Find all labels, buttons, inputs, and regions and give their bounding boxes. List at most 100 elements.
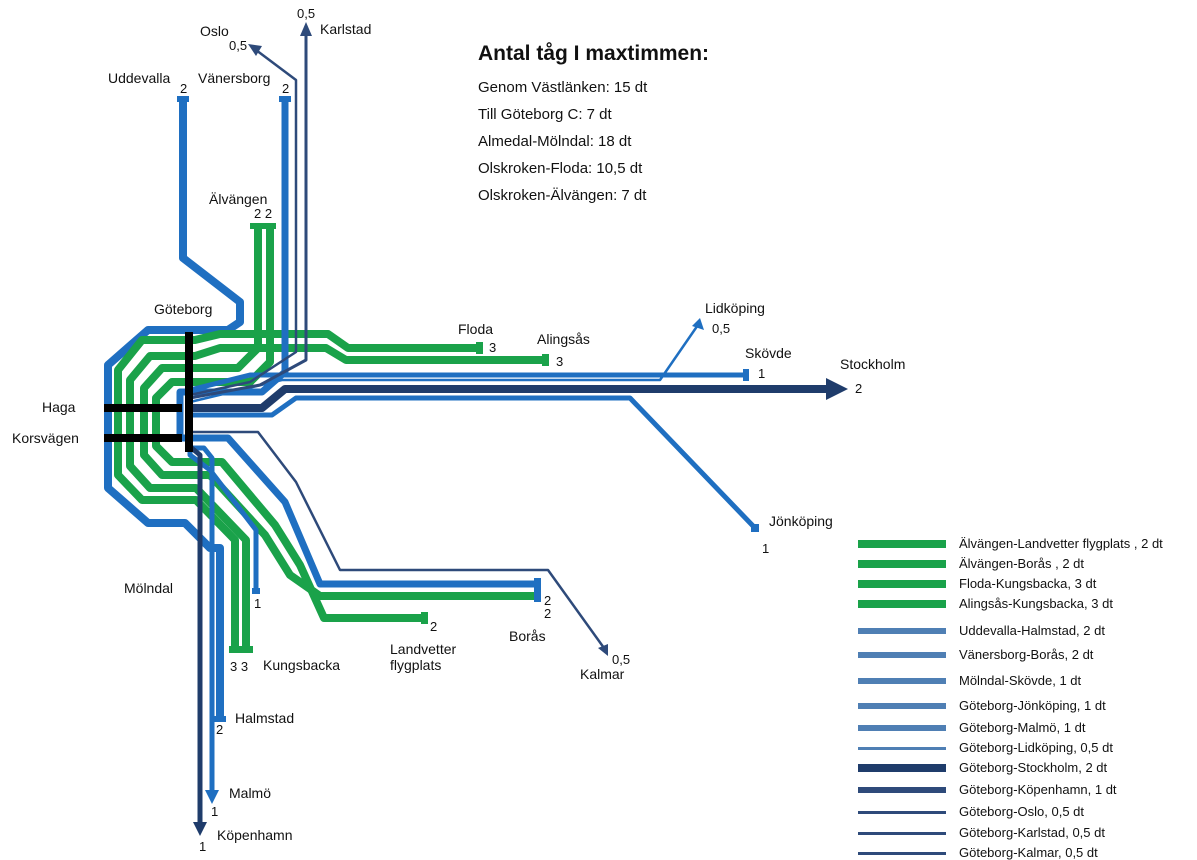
terminus-vanersborg: [279, 96, 291, 102]
legend-item: Göteborg-Lidköping, 0,5 dt: [858, 739, 1193, 757]
terminus-boras-2: [534, 590, 541, 602]
station-label-lidkoping: Lidköping: [705, 300, 765, 316]
legend-label: Vänersborg-Borås, 2 dt: [959, 647, 1094, 662]
legend-label: Göteborg-Oslo, 0,5 dt: [959, 804, 1085, 819]
legend-item: Vänersborg-Borås, 2 dt: [858, 646, 1193, 664]
info-line-olskroken-alvangen: Olskroken-Älvängen: 7 dt: [478, 187, 647, 204]
count-karlstad: 0,5: [297, 6, 316, 21]
legend-item: Mölndal-Skövde, 1 dt: [858, 672, 1193, 690]
terminus-halmstad: [214, 716, 226, 722]
terminus-alvangen: [250, 223, 276, 229]
legend-swatch: [858, 678, 946, 684]
arrow-malmo: [205, 790, 219, 804]
legend-label: Floda-Kungsbacka, 3 dt: [959, 576, 1097, 591]
station-label-malmo: Malmö: [229, 785, 272, 801]
korsvagen-station-bar: [104, 434, 182, 442]
count-vanersborg: 2: [282, 81, 290, 96]
terminus-jonkoping: [751, 524, 759, 532]
info-line-almedal-molndal: Almedal-Mölndal: 18 dt: [478, 133, 632, 150]
route-goteborg-malmo: [190, 445, 215, 790]
legend-label: Göteborg-Karlstad, 0,5 dt: [959, 825, 1105, 840]
legend-swatch: [858, 831, 946, 835]
count-lidkoping: 0,5: [712, 321, 731, 336]
count-oslo: 0,5: [229, 38, 248, 53]
count-halmstad: 2: [216, 722, 224, 737]
legend-item: Göteborg-Köpenhamn, 1 dt: [858, 781, 1193, 799]
info-line-goteborg-c: Till Göteborg C: 7 dt: [478, 106, 612, 123]
legend-label: Göteborg-Lidköping, 0,5 dt: [959, 740, 1113, 755]
info-title: Antal tåg I maxtimmen:: [478, 42, 710, 65]
station-label-karlstad: Karlstad: [320, 21, 372, 37]
legend-item: Uddevalla-Halmstad, 2 dt: [858, 622, 1193, 640]
legend-swatch: [858, 725, 946, 731]
arrow-stockholm: [826, 378, 848, 400]
route-alingsas-kungsbacka: [126, 344, 546, 648]
route-molndal-skovde: [187, 372, 745, 590]
legend-swatch: [858, 600, 946, 608]
count-boras-2: 2: [544, 606, 552, 621]
arrow-oslo: [248, 44, 262, 56]
count-molndal-skovde: 1: [254, 596, 262, 611]
legend-label: Göteborg-Malmö, 1 dt: [959, 720, 1086, 735]
legend-item: Älvängen-Landvetter flygplats , 2 dt: [858, 535, 1193, 553]
legend-item: Älvängen-Borås , 2 dt: [858, 555, 1193, 573]
count-uddevalla: 2: [180, 81, 188, 96]
legend-swatch: [858, 540, 946, 548]
arrow-lidkoping: [692, 318, 704, 330]
legend-item: Göteborg-Kalmar, 0,5 dt: [858, 844, 1193, 860]
legend-swatch: [858, 628, 946, 634]
route-alvangen-boras: [140, 226, 538, 600]
station-label-stockholm: Stockholm: [840, 356, 906, 372]
station-label-alingsas: Alingsås: [537, 331, 590, 347]
count-alvangen: 2 2: [254, 206, 273, 221]
station-label-molndal: Mölndal: [124, 580, 174, 596]
info-box: Antal tåg I maxtimmen: Genom Västlänken:…: [478, 42, 709, 209]
legend-label: Göteborg-Köpenhamn, 1 dt: [959, 782, 1117, 797]
station-label-alvangen: Älvängen: [209, 191, 268, 207]
station-label-goteborg: Göteborg: [154, 301, 213, 317]
legend-item: Göteborg-Stockholm, 2 dt: [858, 759, 1193, 777]
terminus-landvetter: [421, 612, 428, 624]
station-label-skovde: Skövde: [745, 345, 792, 361]
legend-swatch: [858, 746, 946, 750]
station-label-kalmar: Kalmar: [580, 666, 625, 682]
route-alvangen-landvetter: [152, 226, 425, 622]
legend-label: Göteborg-Kalmar, 0,5 dt: [959, 845, 1098, 860]
terminus-alingsas: [542, 354, 549, 366]
legend-label: Göteborg-Jönköping, 1 dt: [959, 698, 1106, 713]
station-label-kungsbacka: Kungsbacka: [263, 657, 341, 673]
info-line-vastlanken: Genom Västlänken: 15 dt: [478, 79, 648, 96]
station-label-jonkoping: Jönköping: [769, 513, 833, 529]
info-line-olskroken-floda: Olskroken-Floda: 10,5 dt: [478, 160, 643, 177]
legend-swatch: [858, 652, 946, 658]
terminus-boras-1: [534, 578, 541, 590]
station-label-uddevalla: Uddevalla: [108, 70, 171, 86]
station-label-haga: Haga: [42, 399, 76, 415]
count-kungsbacka: 3 3: [230, 659, 249, 674]
route-goteborg-lidkoping: [189, 321, 702, 404]
terminus-floda: [476, 342, 483, 354]
route-goteborg-oslo: [189, 49, 298, 397]
legend-item: Göteborg-Karlstad, 0,5 dt: [858, 824, 1193, 842]
legend-item: Alingsås-Kungsbacka, 3 dt: [858, 595, 1193, 613]
count-jonkoping: 1: [762, 541, 770, 556]
station-label-oslo: Oslo: [200, 23, 229, 39]
legend-label: Mölndal-Skövde, 1 dt: [959, 673, 1082, 688]
terminus-uddevalla: [177, 96, 189, 102]
count-boras-1: 2: [544, 593, 552, 608]
legend-swatch: [858, 851, 946, 855]
station-label-boras: Borås: [509, 628, 546, 644]
station-label-floda: Floda: [458, 321, 494, 337]
legend-swatch: [858, 560, 946, 568]
station-label-kopenhamn: Köpenhamn: [217, 827, 293, 843]
legend-swatch: [858, 810, 946, 814]
route-goteborg-stockholm: [190, 385, 826, 412]
terminus-skovde: [743, 369, 749, 381]
route-goteborg-kalmar: [190, 430, 606, 649]
terminus-molndal-skovde: [252, 588, 260, 594]
legend-item: Göteborg-Malmö, 1 dt: [858, 719, 1193, 737]
count-stockholm: 2: [855, 381, 863, 396]
arrow-kopenhamn: [193, 822, 207, 836]
